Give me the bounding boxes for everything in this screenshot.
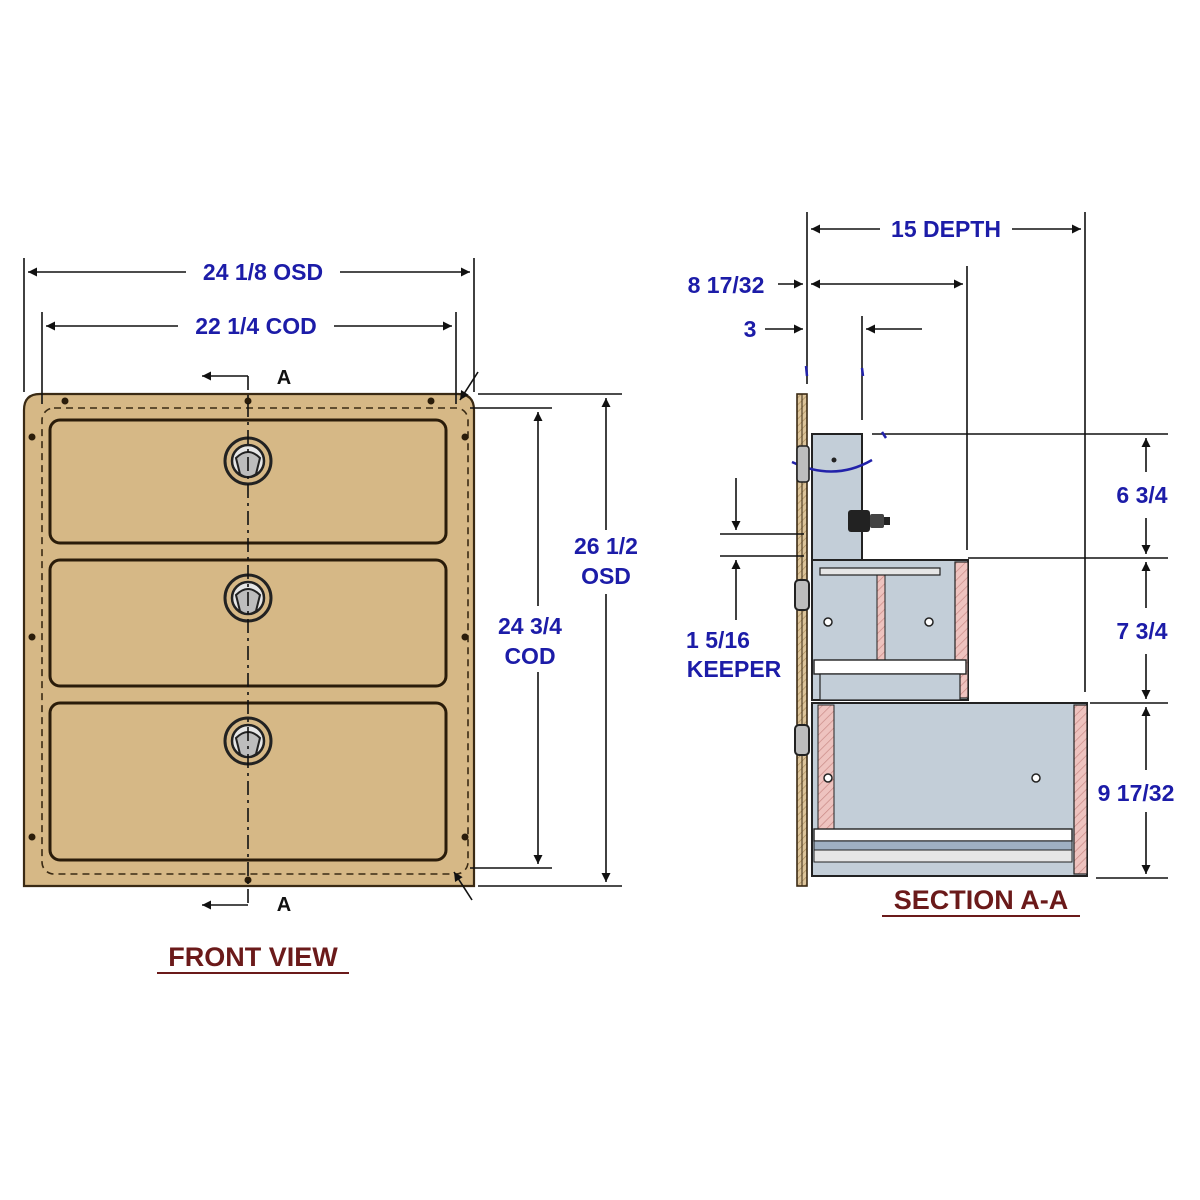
section-view-title: SECTION A-A (894, 885, 1069, 915)
outer-height-label-line2: OSD (581, 563, 631, 589)
drawer3-height-label: 9 17/32 (1098, 780, 1175, 806)
depth-label: 15 DEPTH (891, 216, 1001, 242)
upper-depth-label: 8 17/32 (688, 272, 765, 298)
cutout-height-label-line2: COD (504, 643, 555, 669)
mounting-holes (28, 397, 469, 884)
cutout-height-label-line1: 24 3/4 (498, 613, 562, 639)
section-marker-top: A (277, 367, 291, 389)
front-view: A A 24 1/8 OSD 22 1/4 COD 26 1/2 OSD 24 … (22, 258, 638, 974)
section-view: 15 DEPTH 8 17/32 3 1 5/16 KEEPER 6 3/4 7… (686, 212, 1175, 917)
flange-depth-label: 3 (744, 316, 757, 342)
front-view-title: FRONT VIEW (168, 942, 338, 972)
keeper-label-line2: KEEPER (687, 656, 782, 682)
cutout-width-label: 22 1/4 COD (195, 313, 316, 339)
outer-width-label: 24 1/8 OSD (203, 259, 323, 285)
cutout-outline (41, 407, 469, 875)
outer-height-label-line1: 26 1/2 (574, 533, 638, 559)
drawer1-height-label: 6 3/4 (1116, 482, 1167, 508)
drawer2-height-label: 7 3/4 (1116, 618, 1167, 644)
keeper-label-line1: 1 5/16 (686, 627, 750, 653)
section-drawer-1 (811, 433, 863, 561)
section-marker-bottom: A (277, 894, 291, 916)
